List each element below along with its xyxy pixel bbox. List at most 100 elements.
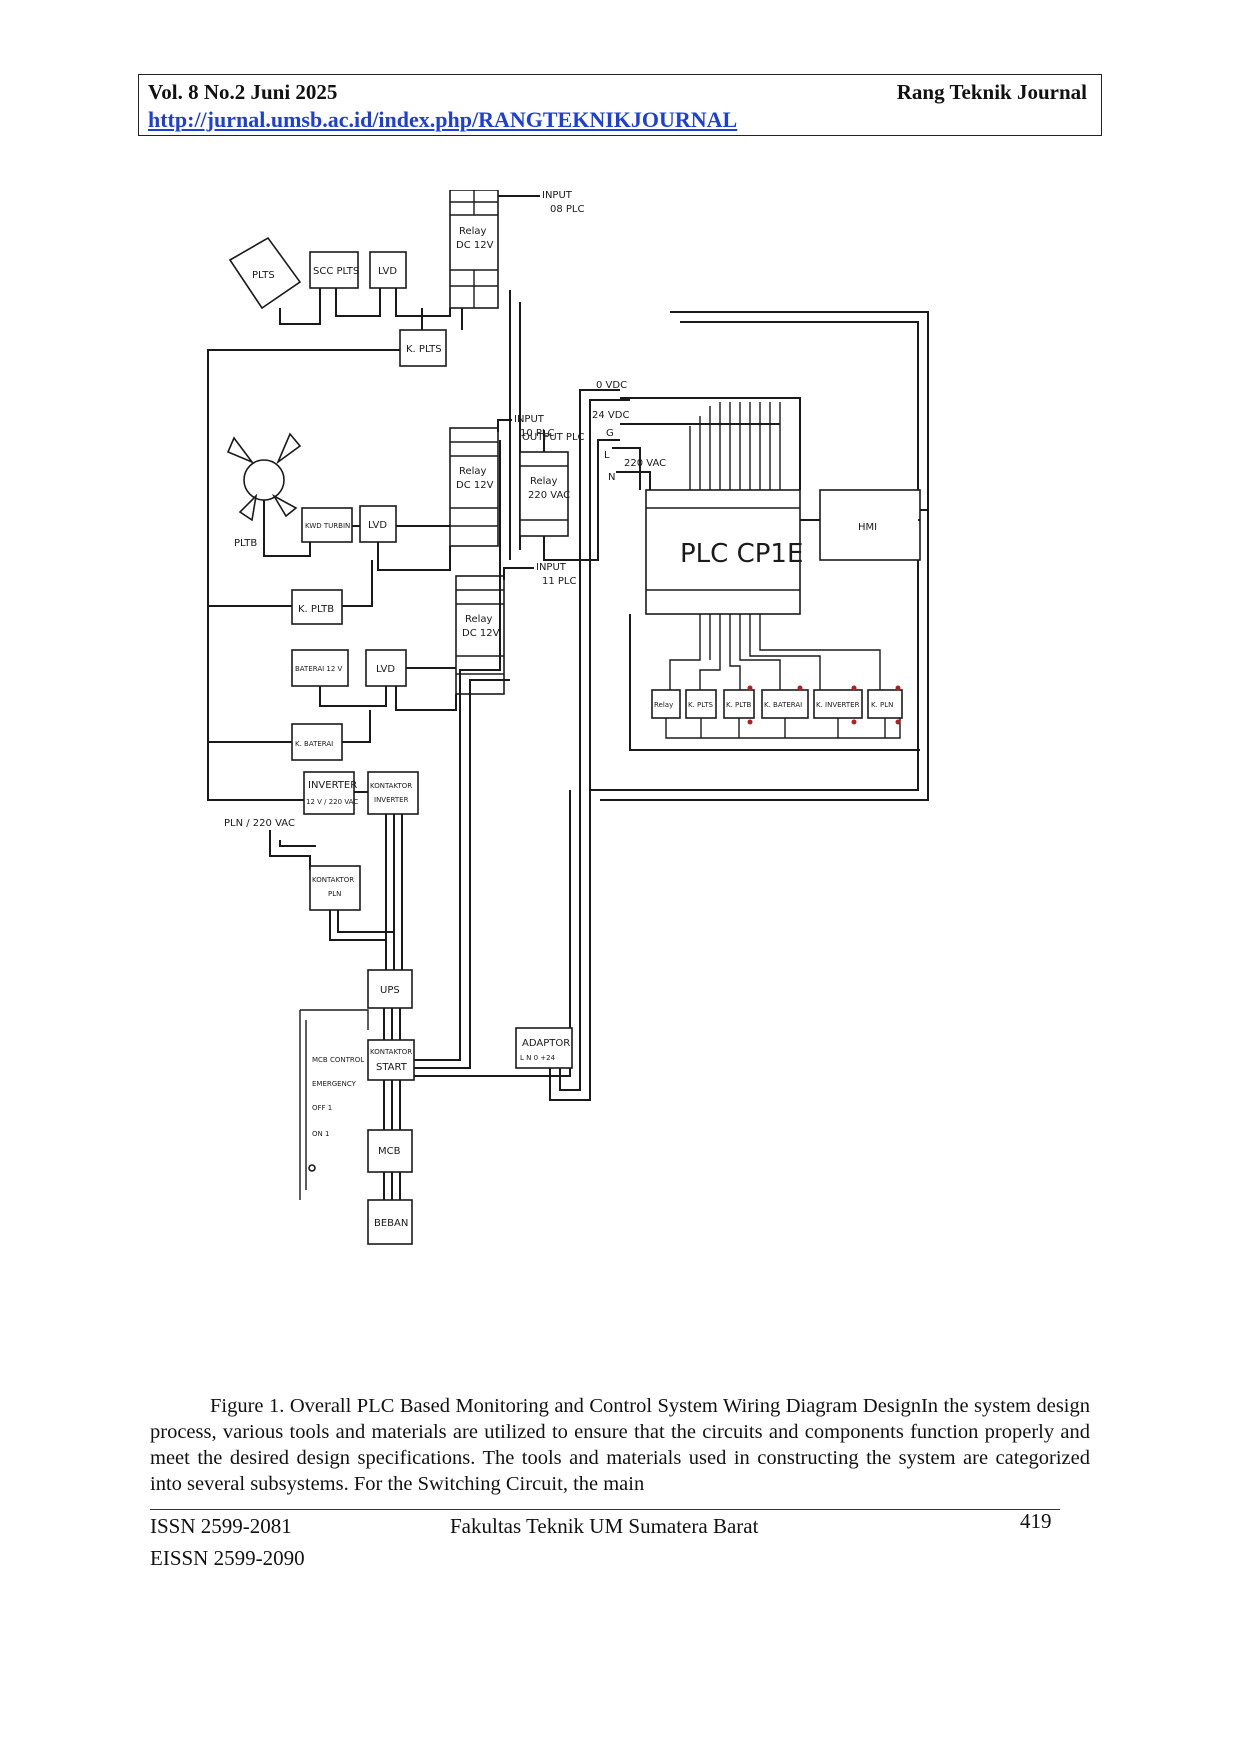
off-label: OFF 1 (312, 1104, 332, 1112)
relay-pltb: Relay DC 12V (449, 427, 499, 547)
n-label: N (608, 472, 615, 483)
relay-pltb-voltage: DC 12V (456, 480, 494, 491)
plc-label: PLC CP1E (680, 539, 803, 569)
relay-pltb-label: Relay (459, 466, 487, 477)
output-plc-label: OUTPUT PLC (522, 432, 585, 443)
kontaktor-pln-box (309, 865, 361, 911)
eissn: EISSN 2599-2090 (150, 1546, 305, 1570)
wiring-diagram: Relay DC 12V INPUT 08 PLC PLTS SCC PLTS … (207, 190, 929, 1245)
baterai-box (291, 649, 349, 687)
lvd-pltb-label: LVD (368, 520, 387, 531)
relay-plts: Relay DC 12V (449, 190, 499, 309)
kontaktor-start-sub: START (376, 1062, 408, 1073)
relay-plts-label: Relay (459, 226, 487, 237)
out-kbaterai-box (761, 689, 809, 719)
relay-output: Relay 220 VAC (519, 451, 570, 537)
out-kbaterai-label: K. BATERAI (764, 701, 802, 709)
on-label: ON 1 (312, 1130, 329, 1138)
plc-box (645, 489, 801, 615)
pln-source-label: PLN / 220 VAC (224, 818, 295, 829)
red-markers (747, 685, 901, 725)
journal-header: Vol. 8 No.2 Juni 2025 Rang Teknik Journa… (138, 74, 1102, 136)
input-10-label: INPUT (514, 414, 545, 425)
lvd-baterai-box (365, 649, 407, 687)
input-11-sub: 11 PLC (542, 576, 577, 587)
inverter-box (303, 771, 355, 815)
pltb-label: PLTB (234, 538, 257, 549)
kontaktor-pln-sub: PLN (328, 890, 341, 898)
scc-plts-box (309, 251, 359, 289)
journal-url-link[interactable]: http://jurnal.umsb.ac.id/index.php/RANGT… (148, 107, 738, 132)
vdc24-label: 24 VDC (592, 410, 629, 421)
inverter-voltage: 12 V / 220 VAC (306, 798, 358, 806)
out-kplts-box (685, 689, 717, 719)
relay-plts-voltage: DC 12V (456, 240, 494, 251)
mcb-box (367, 1129, 413, 1173)
out-relay-box (651, 689, 681, 719)
out-kpln-label: K. PLN (871, 701, 893, 709)
out-kpln-box (867, 689, 903, 719)
kontaktor-inverter-box (367, 771, 419, 815)
beban-label: BEBAN (374, 1218, 408, 1229)
k-plts-label: K. PLTS (406, 344, 442, 355)
inverter-label: INVERTER (308, 780, 357, 791)
lvd-plts-box (369, 251, 407, 289)
ups-label: UPS (380, 985, 400, 996)
adaptor-box (515, 1027, 573, 1069)
adaptor-label: ADAPTOR (522, 1038, 570, 1049)
l-label: L (604, 450, 610, 461)
kontaktor-inverter-sub: INVERTER (374, 796, 409, 804)
footer-divider (150, 1509, 1060, 1510)
plts-label: PLTS (252, 270, 275, 281)
wind-turbine-icon (226, 432, 302, 522)
out-kinverter-box (813, 689, 863, 719)
mcb-control-label: MCB CONTROL (312, 1056, 364, 1064)
relay-baterai-label: Relay (465, 614, 493, 625)
k-pltb-box (291, 589, 343, 625)
out-kinverter-label: K. INVERTER (816, 701, 860, 709)
out-relay-label: Relay (654, 701, 673, 709)
page-number: 419 (1020, 1509, 1052, 1533)
k-pltb-label: K. PLTB (298, 604, 334, 615)
kwd-turbin-label: KWD TURBIN (305, 522, 350, 530)
kontaktor-start-label: KONTAKTOR (370, 1048, 412, 1056)
input-10-sub: 10 PLC (520, 428, 555, 439)
emergency-label: EMERGENCY (312, 1080, 357, 1088)
figure-caption: Figure 1. Overall PLC Based Monitoring a… (150, 1393, 1090, 1497)
input-08-label: INPUT (542, 190, 573, 201)
scc-plts-label: SCC PLTS (313, 266, 359, 277)
input-08-sub: 08 PLC (550, 204, 585, 215)
vdc0-label: 0 VDC (596, 380, 627, 391)
kontaktor-start-box (367, 1039, 415, 1081)
k-baterai-box (291, 723, 343, 761)
faculty-name: Fakultas Teknik UM Sumatera Barat (450, 1514, 759, 1538)
kontaktor-inverter-label: KONTAKTOR (370, 782, 412, 790)
relay-output-voltage: 220 VAC (528, 490, 570, 501)
relay-baterai-voltage: DC 12V (462, 628, 500, 639)
lvd-baterai-label: LVD (376, 664, 395, 675)
wiring-diagram-figure: Relay DC 12V INPUT 08 PLC PLTS SCC PLTS … (200, 190, 1060, 1390)
kwd-turbin-box (301, 507, 353, 543)
hmi-box (819, 489, 921, 561)
mcb-label: MCB (378, 1146, 401, 1157)
journal-name: Rang Teknik Journal (896, 80, 1087, 104)
g-label: G (606, 428, 614, 439)
k-baterai-label: K. BATERAI (295, 740, 333, 748)
baterai-label: BATERAI 12 V (295, 665, 343, 673)
volume-info: Vol. 8 No.2 Juni 2025 (148, 80, 338, 104)
relay-baterai: Relay DC 12V (455, 575, 505, 695)
kontaktor-pln-label: KONTAKTOR (312, 876, 354, 884)
out-kplts-label: K. PLTS (688, 701, 713, 709)
caption-text: Figure 1. Overall PLC Based Monitoring a… (150, 1395, 1090, 1495)
hmi-label: HMI (858, 522, 877, 533)
issn: ISSN 2599-2081 (150, 1514, 292, 1538)
input-11-label: INPUT (536, 562, 567, 573)
plts-panel: PLTS (228, 236, 302, 310)
out-kpltb-label: K. PLTB (726, 701, 751, 709)
relay-output-label: Relay (530, 476, 558, 487)
beban-box (367, 1199, 413, 1245)
vac220-label: 220 VAC (624, 458, 666, 469)
control-panel: MCB CONTROL EMERGENCY OFF 1 ON 1 (299, 1009, 369, 1200)
ups-box (367, 969, 413, 1009)
lvd-plts-label: LVD (378, 266, 397, 277)
